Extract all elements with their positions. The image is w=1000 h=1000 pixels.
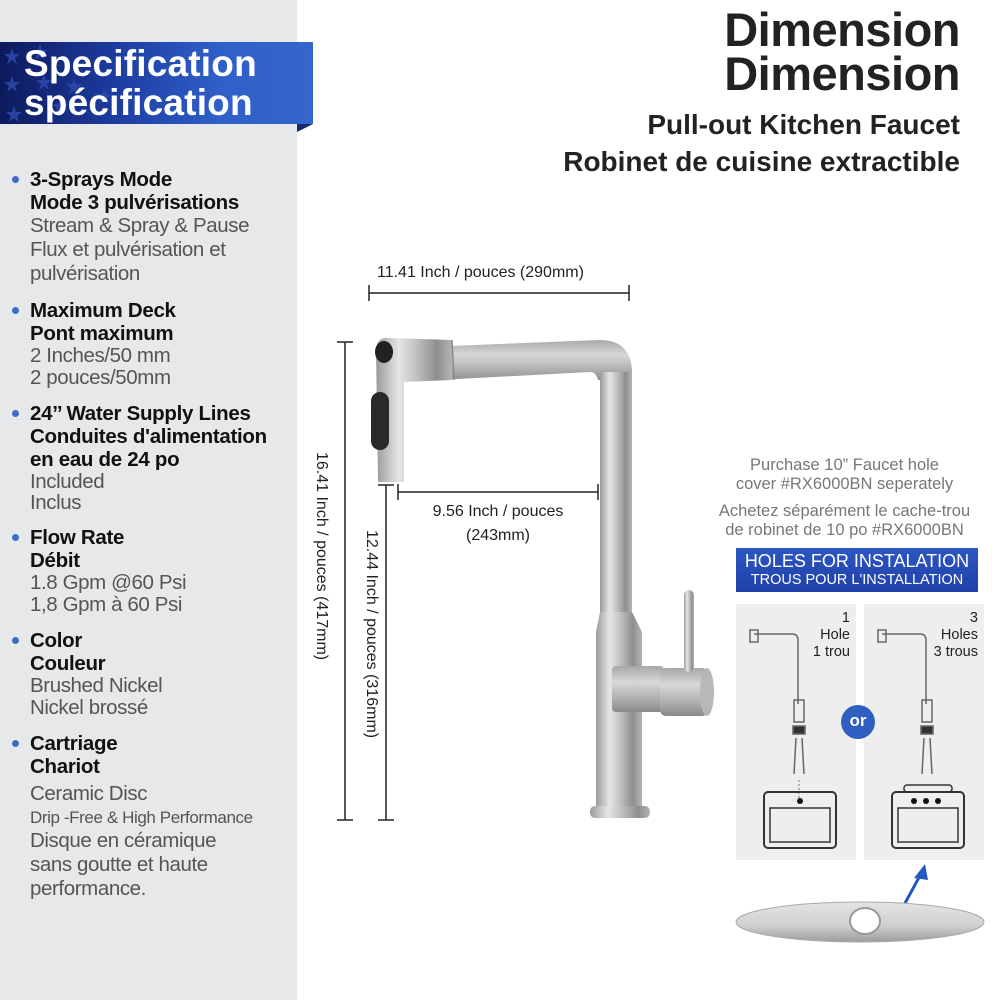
reach-spout-line1: 9.56 Inch / pouces bbox=[432, 503, 564, 520]
spec-item-spray-mode: 3-Sprays Mode Mode 3 pulvérisations Stre… bbox=[0, 168, 297, 286]
spec-item-supply-lines: 24’’ Water Supply Lines Conduites d'alim… bbox=[0, 402, 297, 513]
spec-value: performance. bbox=[30, 877, 146, 900]
bullet-icon bbox=[12, 176, 19, 183]
specification-panel bbox=[0, 0, 297, 1000]
reach-spout-line2: (243mm) bbox=[465, 527, 530, 544]
spec-value: Ceramic Disc bbox=[30, 782, 148, 805]
hole-label-fr: 3 trous bbox=[933, 644, 978, 660]
spec-value: Nickel brossé bbox=[30, 696, 148, 719]
purchase-note: Purchase 10” Faucet hole cover #RX6000BN… bbox=[702, 456, 987, 540]
spec-value: 1,8 Gpm à 60 Psi bbox=[30, 593, 182, 616]
specification-title-en: Specification bbox=[24, 43, 257, 84]
bullet-icon bbox=[12, 307, 19, 314]
spec-value: Flux et pulvérisation et bbox=[30, 238, 226, 261]
hole-count: 1 bbox=[841, 610, 850, 626]
or-badge: or bbox=[841, 705, 875, 739]
purchase-note-fr-1: Achetez séparément le cache-trou bbox=[718, 502, 971, 520]
one-hole-diagram-icon bbox=[749, 629, 837, 849]
hole-cover-plate-illustration bbox=[735, 864, 985, 943]
three-hole-label: 3 Holes 3 trous bbox=[934, 610, 978, 661]
faucet-illustration bbox=[337, 285, 714, 821]
holes-banner-en: HOLES FOR INSTALATION bbox=[744, 551, 970, 571]
product-name-fr: Robinet de cuisine extractible bbox=[563, 146, 960, 177]
spec-item-max-deck: Maximum Deck Pont maximum 2 Inches/50 mm… bbox=[0, 299, 297, 389]
spec-value: 1.8 Gpm @60 Psi bbox=[30, 571, 187, 594]
specification-title: Specification spécification bbox=[24, 44, 257, 122]
purchase-note-en-1: Purchase 10” Faucet hole bbox=[750, 456, 939, 474]
product-subtitle: Pull-out Kitchen Faucet Robinet de cuisi… bbox=[563, 106, 960, 180]
spec-list: 3-Sprays Mode Mode 3 pulvérisations Stre… bbox=[0, 168, 297, 914]
spec-item-flow-rate: Flow Rate Débit 1.8 Gpm @60 Psi 1,8 Gpm … bbox=[0, 526, 297, 616]
hole-label-en: Hole bbox=[820, 627, 850, 643]
spec-heading: Conduites d'alimentation bbox=[30, 425, 267, 448]
reach-total-label: 11.41 Inch / pouces (290mm) bbox=[377, 264, 584, 281]
spec-heading: Color bbox=[30, 629, 83, 652]
spec-value: Disque en céramique bbox=[30, 829, 217, 852]
spec-heading: 24’’ Water Supply Lines bbox=[30, 402, 251, 425]
reach-spout-label: 9.56 Inch / pouces (243mm) bbox=[408, 500, 588, 548]
spec-value: Brushed Nickel bbox=[30, 674, 163, 697]
purchase-note-en-2: cover #RX6000BN seperately bbox=[735, 475, 954, 493]
spec-heading: Pont maximum bbox=[30, 322, 174, 345]
spec-heading: Maximum Deck bbox=[30, 299, 176, 322]
spec-heading: en eau de 24 po bbox=[30, 448, 180, 471]
stars-decoration-icon bbox=[4, 44, 112, 122]
height-spout-label: 12.44 Inch / pouces (316mm) bbox=[363, 530, 380, 739]
spec-value: pulvérisation bbox=[30, 262, 140, 285]
three-hole-diagram-icon bbox=[877, 629, 965, 849]
spec-heading: 3-Sprays Mode bbox=[30, 168, 172, 191]
spec-value: Included bbox=[30, 470, 105, 493]
one-hole-option: 1 Hole 1 trou bbox=[736, 604, 856, 860]
spec-value: 2 Inches/50 mm bbox=[30, 344, 171, 367]
dimension-title-fr: Dimension bbox=[724, 47, 960, 100]
spec-item-cartridge: Cartriage Chariot Ceramic Disc Drip -Fre… bbox=[0, 732, 297, 901]
arrowhead-icon bbox=[914, 864, 928, 880]
three-hole-option: 3 Holes 3 trous bbox=[864, 604, 984, 860]
spec-value-small: Drip -Free & High Performance bbox=[30, 808, 253, 827]
purchase-note-fr-2: de robinet de 10 po #RX6000BN bbox=[725, 521, 964, 539]
spec-item-color: Color Couleur Brushed Nickel Nickel bros… bbox=[0, 629, 297, 719]
spec-heading: Débit bbox=[30, 549, 80, 572]
holes-banner-fr: TROUS POUR L'INSTALLATION bbox=[750, 572, 964, 588]
height-total-label: 16.41 Inch / pouces (417mm) bbox=[313, 452, 330, 661]
spec-heading: Chariot bbox=[30, 755, 100, 778]
bullet-icon bbox=[12, 534, 19, 541]
spec-value: 2 pouces/50mm bbox=[30, 366, 171, 389]
hole-count: 3 bbox=[969, 610, 978, 626]
product-name-en: Pull-out Kitchen Faucet bbox=[647, 109, 960, 140]
spec-heading: Cartriage bbox=[30, 732, 118, 755]
bullet-icon bbox=[12, 740, 19, 747]
specification-title-fr: spécification bbox=[24, 82, 253, 123]
holes-banner: HOLES FOR INSTALATION TROUS POUR L'INSTA… bbox=[736, 548, 978, 592]
spec-heading: Mode 3 pulvérisations bbox=[30, 191, 240, 214]
dimension-lines bbox=[337, 285, 630, 821]
spec-value: Inclus bbox=[30, 491, 82, 514]
specification-banner: Specification spécification bbox=[0, 42, 313, 124]
dimension-title: Dimension Dimension bbox=[724, 3, 960, 100]
spec-value: Stream & Spray & Pause bbox=[30, 214, 250, 237]
hole-label-en: Holes bbox=[940, 627, 978, 643]
hole-label-fr: 1 trou bbox=[812, 644, 850, 660]
one-hole-label: 1 Hole 1 trou bbox=[813, 610, 850, 661]
bullet-icon bbox=[12, 410, 19, 417]
spec-heading: Couleur bbox=[30, 652, 106, 675]
bullet-icon bbox=[12, 637, 19, 644]
banner-fold bbox=[297, 124, 313, 132]
dimension-title-en: Dimension bbox=[724, 3, 960, 56]
spec-value: sans goutte et haute bbox=[30, 853, 208, 876]
spec-heading: Flow Rate bbox=[30, 526, 125, 549]
